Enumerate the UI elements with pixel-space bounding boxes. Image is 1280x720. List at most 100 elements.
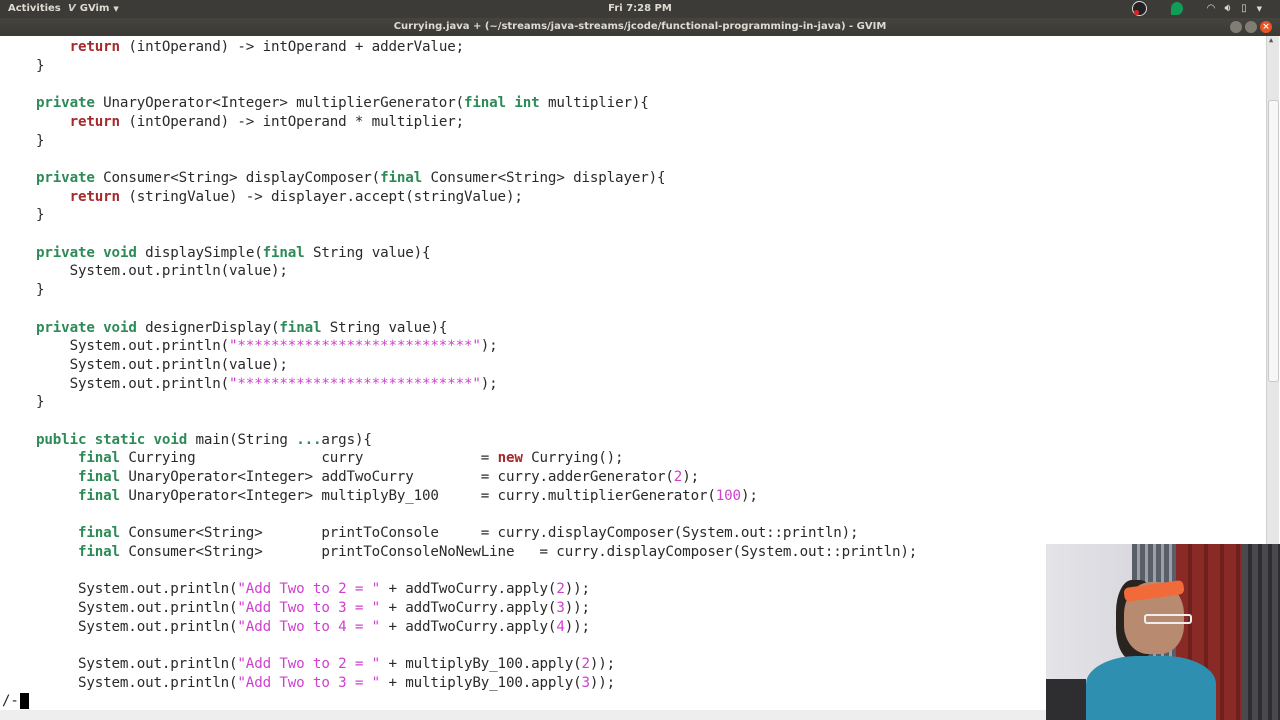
code-line[interactable]: System.out.println("Add Two to 2 = " + m… bbox=[36, 655, 615, 674]
system-tray: ◠ 🔉︎ ▯ ▼ bbox=[1132, 1, 1262, 16]
vim-icon: V bbox=[68, 3, 76, 14]
code-token-str: "****************************" bbox=[229, 338, 481, 355]
code-line[interactable]: return (intOperand) -> intOperand * mult… bbox=[36, 113, 465, 132]
code-token-kw: private bbox=[36, 169, 95, 186]
code-line[interactable]: System.out.println("Add Two to 4 = " + a… bbox=[36, 618, 590, 637]
code-line[interactable]: final UnaryOperator<Integer> addTwoCurry… bbox=[36, 468, 699, 487]
battery-icon[interactable]: ▯ bbox=[1241, 3, 1247, 14]
code-line[interactable]: private void designerDisplay(final Strin… bbox=[36, 319, 447, 338]
code-text bbox=[36, 469, 78, 485]
code-text bbox=[36, 39, 70, 55]
code-line[interactable]: System.out.println("Add Two to 2 = " + a… bbox=[36, 580, 590, 599]
code-text: System.out.println( bbox=[36, 581, 238, 598]
code-token-num: 4 bbox=[556, 618, 565, 635]
code-line[interactable]: final Consumer<String> printToConsoleNoN… bbox=[36, 543, 917, 562]
code-text: Consumer<String> printToConsole = curry.… bbox=[119, 525, 859, 542]
code-line[interactable]: } bbox=[36, 132, 45, 151]
code-text bbox=[36, 544, 78, 560]
code-text: + addTwoCurry.apply( bbox=[380, 618, 557, 635]
code-token-num: 3 bbox=[581, 674, 590, 691]
chevron-down-icon[interactable]: ▼ bbox=[1256, 4, 1262, 13]
code-line[interactable]: } bbox=[36, 393, 45, 412]
code-text: ); bbox=[740, 487, 758, 504]
code-text: ); bbox=[682, 469, 699, 486]
vertical-scrollbar[interactable]: ▲ bbox=[1266, 36, 1279, 546]
window-title: Curryіng.java + (~/streams/java-streams/… bbox=[393, 21, 887, 32]
code-token-kw: final bbox=[77, 469, 120, 486]
code-line[interactable]: } bbox=[36, 281, 45, 300]
webcam-glasses bbox=[1144, 614, 1192, 624]
code-text: System.out.println( bbox=[36, 656, 238, 673]
code-text: Currying curry = bbox=[119, 450, 498, 467]
code-line[interactable]: System.out.println("********************… bbox=[36, 337, 498, 356]
webcam-chair bbox=[1046, 679, 1086, 720]
text-cursor bbox=[19, 693, 29, 709]
code-text: String value){ bbox=[321, 319, 448, 336]
close-button[interactable]: × bbox=[1260, 21, 1272, 33]
code-line[interactable]: return (intOperand) -> intOperand + adde… bbox=[36, 38, 465, 57]
scroll-up-arrow[interactable]: ▲ bbox=[1269, 36, 1274, 44]
volume-icon[interactable]: 🔉︎ bbox=[1224, 3, 1232, 14]
hangouts-icon[interactable] bbox=[1171, 2, 1184, 15]
webcam-person-shirt bbox=[1086, 656, 1216, 720]
code-text: )); bbox=[589, 656, 616, 673]
code-token-kw-ret: new bbox=[497, 450, 523, 467]
code-line[interactable]: private UnaryOperator<Integer> multiplie… bbox=[36, 94, 649, 113]
code-token-kw: private bbox=[36, 244, 95, 261]
code-token-num: 3 bbox=[556, 600, 565, 616]
code-token-kw: final bbox=[262, 244, 305, 261]
code-line[interactable]: final UnaryOperator<Integer> multiplyBy_… bbox=[36, 487, 758, 506]
activities-button[interactable]: Activities bbox=[8, 3, 61, 14]
code-text: )); bbox=[564, 581, 590, 598]
code-token-str: "Add Two to 2 = " bbox=[237, 581, 381, 598]
code-line[interactable]: System.out.println("Add Two to 3 = " + m… bbox=[36, 674, 615, 693]
code-text: System.out.println( bbox=[36, 600, 238, 616]
code-text bbox=[86, 432, 94, 448]
code-line[interactable]: } bbox=[36, 206, 45, 225]
code-token-kw-ret: return bbox=[69, 39, 121, 55]
code-token-kw: private bbox=[36, 95, 95, 112]
app-menu[interactable]: V GVim ▼ bbox=[68, 3, 119, 14]
code-text: (stringValue) -> displayer.accept(string… bbox=[119, 188, 523, 205]
code-text: + addTwoCurry.apply( bbox=[380, 581, 557, 598]
code-token-kw: final bbox=[279, 319, 322, 336]
code-line[interactable]: System.out.println("********************… bbox=[36, 375, 498, 394]
code-line[interactable]: final Currying curry = new Currying(); bbox=[36, 449, 624, 468]
code-text: (intOperand) -> intOperand * multiplier; bbox=[119, 113, 464, 130]
code-text: )); bbox=[564, 600, 590, 616]
code-line[interactable]: public static void main(String ...args){ bbox=[36, 431, 372, 450]
code-line[interactable]: System.out.println("Add Two to 3 = " + a… bbox=[36, 599, 590, 618]
vim-command-line[interactable]: /- bbox=[2, 692, 29, 710]
webcam-overlay bbox=[1046, 544, 1280, 720]
code-line[interactable]: System.out.println(value); bbox=[36, 262, 288, 281]
code-text: )); bbox=[564, 618, 590, 635]
code-token-kw: final bbox=[77, 543, 120, 560]
obs-icon[interactable] bbox=[1132, 1, 1148, 16]
window-bottom-edge bbox=[0, 710, 1280, 720]
code-line[interactable]: private void displaySimple(final String … bbox=[36, 244, 431, 263]
code-token-num: 100 bbox=[715, 487, 741, 504]
code-token-kw: final bbox=[380, 169, 423, 186]
minimize-button[interactable] bbox=[1230, 21, 1242, 33]
gnome-top-bar: Activities V GVim ▼ Fri 7:28 PM ◠ 🔉︎ ▯ ▼ bbox=[0, 0, 1280, 18]
code-line[interactable]: System.out.println(value); bbox=[36, 356, 288, 375]
code-token-kw: void bbox=[153, 431, 188, 448]
code-token-kw: void bbox=[103, 244, 137, 261]
window-titlebar[interactable]: Curryіng.java + (~/streams/java-streams/… bbox=[0, 18, 1280, 36]
code-line[interactable]: final Consumer<String> printToConsole = … bbox=[36, 524, 859, 543]
code-token-str: "Add Two to 4 = " bbox=[237, 618, 381, 635]
maximize-button[interactable] bbox=[1245, 21, 1257, 33]
code-token-kw: private bbox=[36, 319, 95, 336]
code-text: } bbox=[36, 394, 45, 411]
code-token-kw: void bbox=[103, 319, 137, 336]
code-line[interactable]: return (stringValue) -> displayer.accept… bbox=[36, 188, 523, 207]
code-text: Consumer<String> displayer){ bbox=[422, 169, 666, 186]
wifi-icon[interactable]: ◠ bbox=[1207, 3, 1215, 14]
clock[interactable]: Fri 7:28 PM bbox=[608, 3, 672, 14]
code-text: (intOperand) -> intOperand + adderValue; bbox=[119, 39, 464, 55]
code-line[interactable]: } bbox=[36, 57, 45, 76]
code-token-str: "Add Two to 2 = " bbox=[237, 656, 381, 673]
code-text: UnaryOperator<Integer> addTwoCurry = cur… bbox=[119, 469, 674, 486]
scrollbar-thumb[interactable] bbox=[1268, 100, 1279, 382]
code-line[interactable]: private Consumer<String> displayComposer… bbox=[36, 169, 666, 188]
